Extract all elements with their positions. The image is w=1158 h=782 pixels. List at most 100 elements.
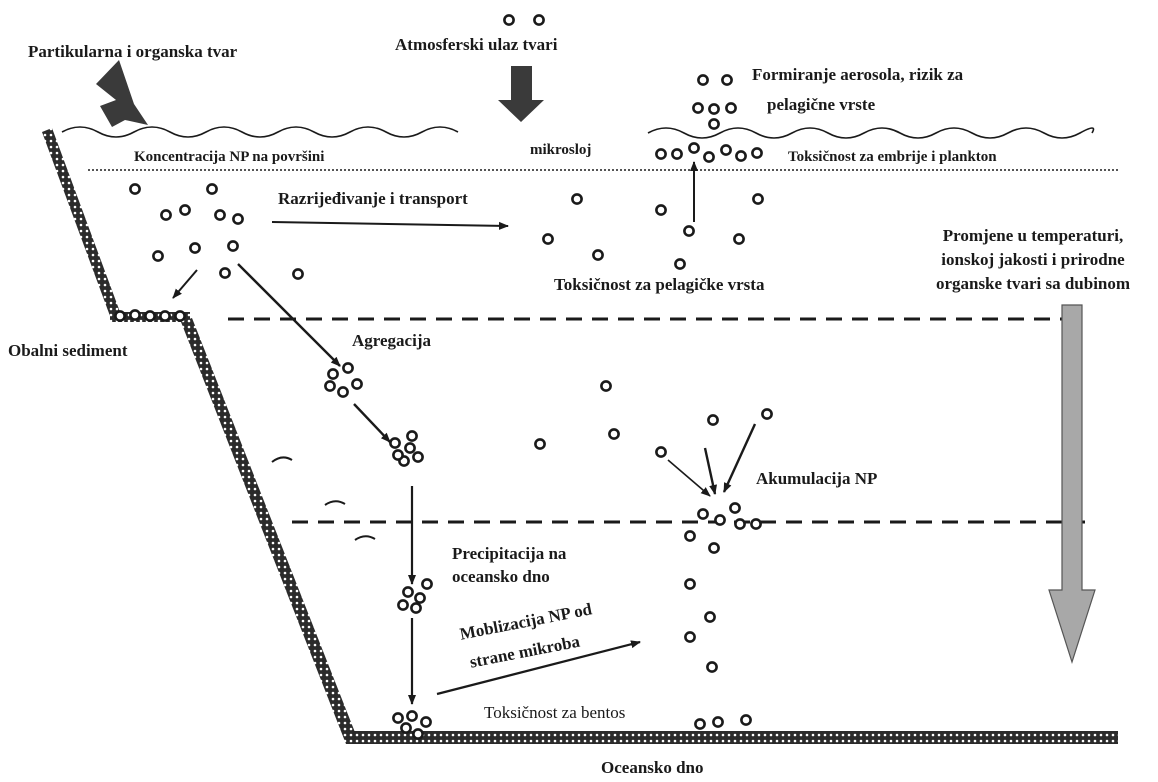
nanoparticle xyxy=(671,148,683,160)
nanoparticle xyxy=(714,514,726,526)
accumulation-arrow-2 xyxy=(703,447,717,495)
depth-gradient-arrow xyxy=(1048,304,1096,664)
nanoparticle xyxy=(337,386,349,398)
nanoparticle xyxy=(406,710,418,722)
nanoparticles xyxy=(114,14,773,740)
aerosol-label-line1: Formiranje aerosola, rizik za xyxy=(752,65,964,84)
nanoparticle xyxy=(684,530,696,542)
pelagic-toxicity-label: Toksičnost za pelagičke vrsta xyxy=(554,275,765,294)
nanoparticle xyxy=(503,14,515,26)
sea-surface xyxy=(61,126,1095,139)
nanoparticle xyxy=(721,74,733,86)
nanoparticle xyxy=(655,446,667,458)
nanoparticle xyxy=(655,148,667,160)
nanoparticle xyxy=(414,592,426,604)
nanoparticle xyxy=(351,378,363,390)
nanoparticle xyxy=(751,147,763,159)
coastal-settling-arrow xyxy=(172,269,198,299)
depth-changes-line3: organske tvari sa dubinom xyxy=(935,274,1131,293)
coast-wall xyxy=(42,128,120,316)
nanoparticle xyxy=(571,193,583,205)
embryo-toxicity-label: Toksičnost za embrije i plankton xyxy=(788,149,997,165)
nanoparticle xyxy=(750,518,762,530)
nanoparticle xyxy=(708,542,720,554)
surface-concentration-label: Koncentracija NP na površini xyxy=(134,149,325,165)
nanoparticle xyxy=(174,310,186,322)
nanoparticle xyxy=(729,502,741,514)
nanoparticle xyxy=(389,437,401,449)
nanoparticle xyxy=(402,586,414,598)
nanoparticle xyxy=(733,233,745,245)
nanoparticle xyxy=(697,74,709,86)
nanoparticle xyxy=(688,142,700,154)
depth-changes-line2: ionskoj jakosti i prirodne xyxy=(941,250,1125,269)
accumulation-arrow-1 xyxy=(667,459,711,497)
nanoparticle xyxy=(694,718,706,730)
precipitation-label-line1: Precipitacija na xyxy=(452,544,567,563)
nanoparticle xyxy=(720,144,732,156)
nanoparticle xyxy=(114,310,126,322)
nanoparticle xyxy=(412,728,424,740)
nanoparticle xyxy=(752,193,764,205)
nanoparticle xyxy=(704,611,716,623)
accumulation-label: Akumulacija NP xyxy=(756,469,878,488)
nanoparticle xyxy=(406,430,418,442)
nanoparticle xyxy=(327,368,339,380)
nanoparticle xyxy=(144,310,156,322)
nanoparticle xyxy=(404,442,416,454)
depth-changes-line1: Promjene u temperaturi, xyxy=(942,226,1124,245)
nanoparticle xyxy=(533,14,545,26)
nanoparticle xyxy=(534,438,546,450)
aggregation-label: Agregacija xyxy=(352,331,431,350)
nanoparticle xyxy=(292,268,304,280)
nanoparticle xyxy=(392,712,404,724)
nanoparticle xyxy=(420,716,432,728)
precipitation-label-line2: oceansko dno xyxy=(452,567,550,586)
aerosol-label-line2: pelagične vrste xyxy=(767,95,876,114)
process-arrows xyxy=(172,161,757,705)
nanoparticle xyxy=(734,518,746,530)
nanoparticle xyxy=(706,661,718,673)
atmospheric-input-arrow xyxy=(498,66,544,122)
nanoparticle xyxy=(692,102,704,114)
nanoparticle xyxy=(206,183,218,195)
nanoparticle xyxy=(342,362,354,374)
nanoparticle xyxy=(410,602,422,614)
nanoparticle xyxy=(421,578,433,590)
nanoparticle xyxy=(655,204,667,216)
nanoparticle xyxy=(740,714,752,726)
nanoparticle xyxy=(219,267,231,279)
ocean-floor-bar xyxy=(346,731,1118,744)
nanoparticle xyxy=(392,449,404,461)
nanoparticle xyxy=(397,599,409,611)
nanoparticle xyxy=(152,250,164,262)
nanoparticle xyxy=(697,508,709,520)
mobilization-arrow xyxy=(436,640,641,696)
nanoparticle xyxy=(189,242,201,254)
particulate-input-arrow xyxy=(96,60,148,127)
nanoparticle xyxy=(160,209,172,221)
nanoparticle xyxy=(707,414,719,426)
nanoparticle xyxy=(214,209,226,221)
nanoparticle xyxy=(735,150,747,162)
particulate-label: Partikularna i organska tvar xyxy=(28,42,238,61)
dilution-label: Razrijeđivanje i transport xyxy=(278,189,468,208)
continental-slope xyxy=(181,318,358,744)
sinking-arrow-1 xyxy=(353,403,391,443)
nanoparticle xyxy=(725,102,737,114)
nanoparticle xyxy=(592,249,604,261)
nanoparticle xyxy=(683,225,695,237)
nanoparticle xyxy=(232,213,244,225)
nanoparticle xyxy=(159,310,171,322)
basin-outline xyxy=(42,128,1118,744)
nanoparticle xyxy=(179,204,191,216)
nanoparticle xyxy=(703,151,715,163)
nanoparticle xyxy=(600,380,612,392)
atmospheric-label: Atmosferski ulaz tvari xyxy=(395,35,558,54)
nanoparticle xyxy=(761,408,773,420)
aggregation-arrow xyxy=(237,263,341,367)
nanoparticle xyxy=(712,716,724,728)
nanoparticle xyxy=(684,578,696,590)
coastal-sediment-label: Obalni sediment xyxy=(8,341,128,360)
